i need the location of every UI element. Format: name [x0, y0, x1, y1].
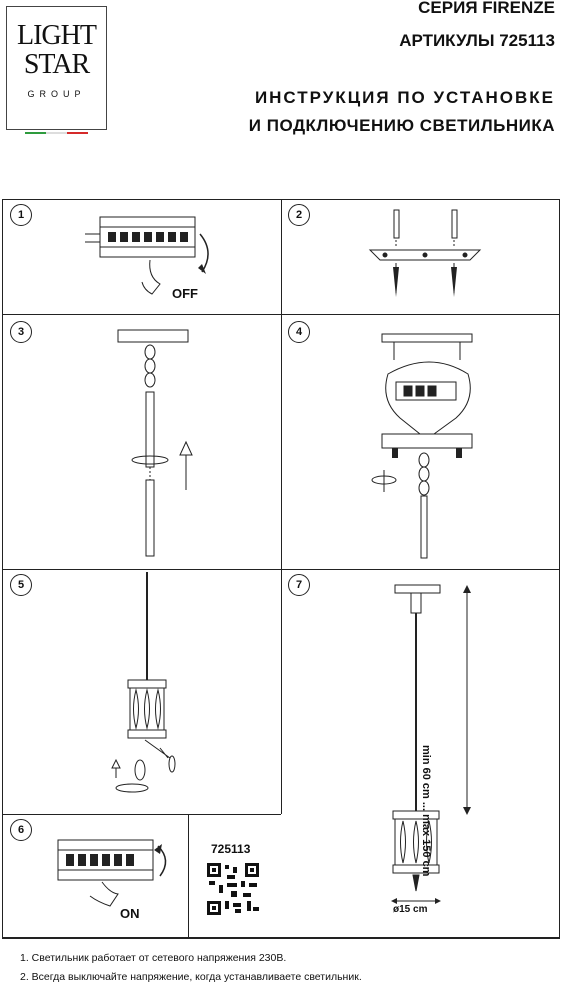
logo-line-3: GROUP [27, 89, 86, 99]
series-title: СЕРИЯ FIRENZE [418, 0, 555, 17]
step-badge-5: 5 [10, 574, 32, 596]
step-badge-2: 2 [288, 204, 310, 226]
logo-line-1: LIGHT [17, 20, 97, 51]
instruction-title-line-1: ИНСТРУКЦИЯ ПО УСТАНОВКЕ [254, 88, 555, 107]
rod-assembly-illustration [117, 329, 193, 557]
article-numbers: АРТИКУЛЫ 725113 [399, 31, 555, 50]
italian-flag-stripe [25, 121, 89, 134]
note-2: 2. Всегда выключайте напряжение, когда у… [20, 971, 362, 983]
shade-and-bulb-illustration [111, 572, 176, 793]
step-badge-3: 3 [10, 321, 32, 343]
mounting-bracket-illustration [368, 209, 482, 297]
breaker-on-illustration [57, 839, 167, 907]
height-dimension-label: min 60 cm ... max 150 cm [420, 745, 432, 877]
instruction-title-line-2: И ПОДКЛЮЧЕНИЮ СВЕТИЛЬНИКА [248, 116, 555, 135]
qr-code [207, 863, 259, 915]
step-badge-4: 4 [288, 321, 310, 343]
brand-logo: LIGHT STAR GROUP [6, 6, 107, 134]
article-code: 725113 [211, 842, 251, 856]
step-badge-7: 7 [288, 574, 310, 596]
assembled-fixture-illustration [391, 584, 471, 904]
breaker-off-illustration [85, 216, 209, 295]
off-label: OFF [172, 286, 198, 301]
wiring-connection-illustration [371, 333, 473, 559]
note-1: 1. Светильник работает от сетевого напря… [20, 952, 287, 964]
diameter-dimension-label: ø15 cm [393, 904, 428, 915]
step-badge-1: 1 [10, 204, 32, 226]
on-label: ON [120, 906, 140, 921]
step-badge-6: 6 [10, 819, 32, 841]
instruction-grid [2, 199, 560, 938]
logo-line-2: STAR [23, 49, 90, 80]
notes-divider [2, 938, 560, 939]
